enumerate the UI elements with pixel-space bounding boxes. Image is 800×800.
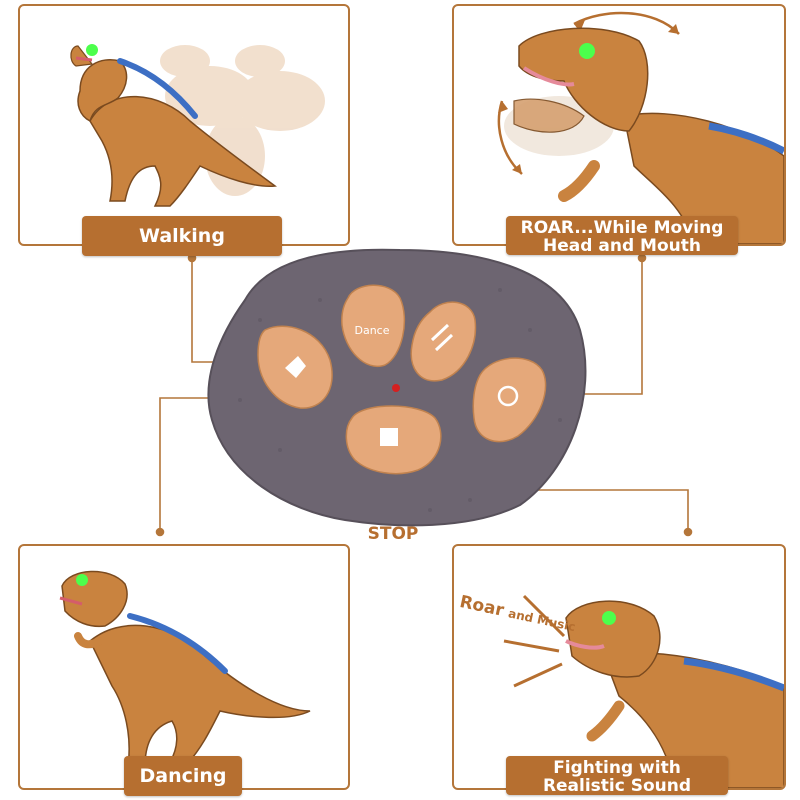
fighting-panel <box>452 544 786 790</box>
dinosaur-walk-icon <box>285 356 306 378</box>
fighting-dino-illustration <box>503 594 784 788</box>
roar-label-line1: ROAR...While Moving <box>520 218 724 238</box>
dancing-label-text: Dancing <box>139 765 227 787</box>
fighting-label-line2: Realistic Sound <box>542 776 692 796</box>
dance-button[interactable]: Dance <box>341 284 406 368</box>
roar-label-line2: Head and Mouth <box>543 236 701 256</box>
walking-panel <box>18 4 350 246</box>
fight-vs-icon <box>430 323 454 352</box>
indicator-light <box>392 384 400 392</box>
stop-label: STOP <box>367 524 419 544</box>
fighting-label: Fighting with Realistic Sound <box>506 756 728 795</box>
dance-button-label: Dance <box>355 324 390 337</box>
dancing-dino-illustration <box>59 570 311 767</box>
stop-button[interactable] <box>345 405 442 475</box>
stop-square-icon <box>380 428 398 446</box>
roaring-dino-illustration <box>497 11 784 244</box>
roar-panel <box>452 4 786 246</box>
dancing-panel <box>18 544 350 790</box>
dancing-label: Dancing <box>124 756 242 796</box>
walking-dino-illustration <box>70 44 325 207</box>
dinosaur-head-icon <box>497 385 519 407</box>
fighting-label-line1: Fighting with <box>553 758 681 778</box>
roar-button[interactable] <box>472 357 547 443</box>
roar-label: ROAR...While Moving Head and Mouth <box>506 216 738 255</box>
walk-button[interactable] <box>257 325 333 409</box>
vs-button[interactable] <box>410 301 477 382</box>
walking-label-text: Walking <box>139 225 225 247</box>
walking-label: Walking <box>82 216 282 256</box>
